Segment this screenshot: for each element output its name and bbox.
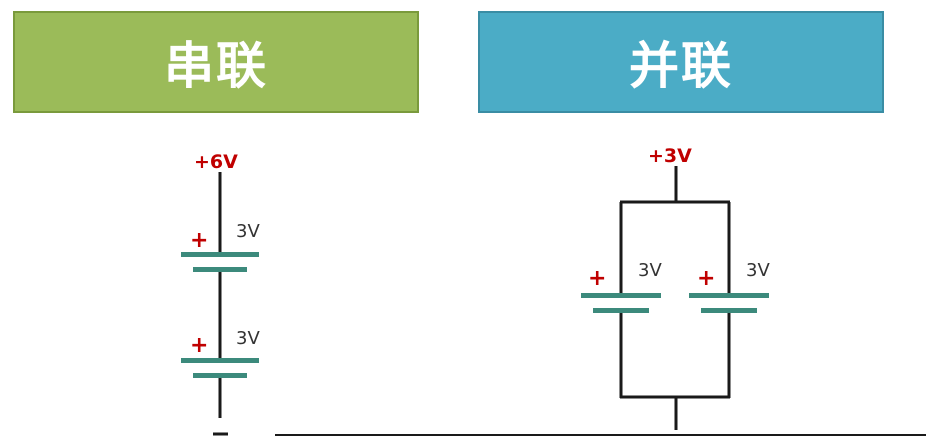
parallel-title: 并联 (629, 37, 733, 95)
parallel-battery-1-negative-plate (593, 308, 649, 313)
parallel-header: 并联 (478, 11, 884, 113)
parallel-battery-2-plus: + (697, 266, 715, 291)
series-battery-2-negative-plate (193, 373, 247, 378)
parallel-battery-1-positive-plate (581, 293, 661, 298)
series-battery-2-plus: + (190, 333, 208, 358)
series-total-voltage: +6V (194, 151, 238, 173)
parallel-battery-2-voltage: 3V (746, 260, 770, 281)
series-battery-1-plus: + (190, 228, 208, 253)
parallel-total-voltage: +3V (648, 145, 692, 167)
series-battery-1-voltage: 3V (236, 221, 260, 242)
series-battery-1-negative-plate (193, 267, 247, 272)
parallel-battery-1-voltage: 3V (638, 260, 662, 281)
parallel-battery-2-negative-plate (701, 308, 757, 313)
parallel-circuit: +3V + 3V + 3V (581, 145, 770, 430)
series-circuit: +6V + 3V + 3V (181, 151, 260, 436)
series-title: 串联 (164, 37, 268, 95)
series-battery-2-positive-plate (181, 358, 259, 363)
series-header: 串联 (13, 11, 419, 113)
series-battery-1-positive-plate (181, 252, 259, 257)
parallel-battery-2-positive-plate (689, 293, 769, 298)
series-battery-2-voltage: 3V (236, 328, 260, 349)
parallel-battery-1-plus: + (588, 266, 606, 291)
